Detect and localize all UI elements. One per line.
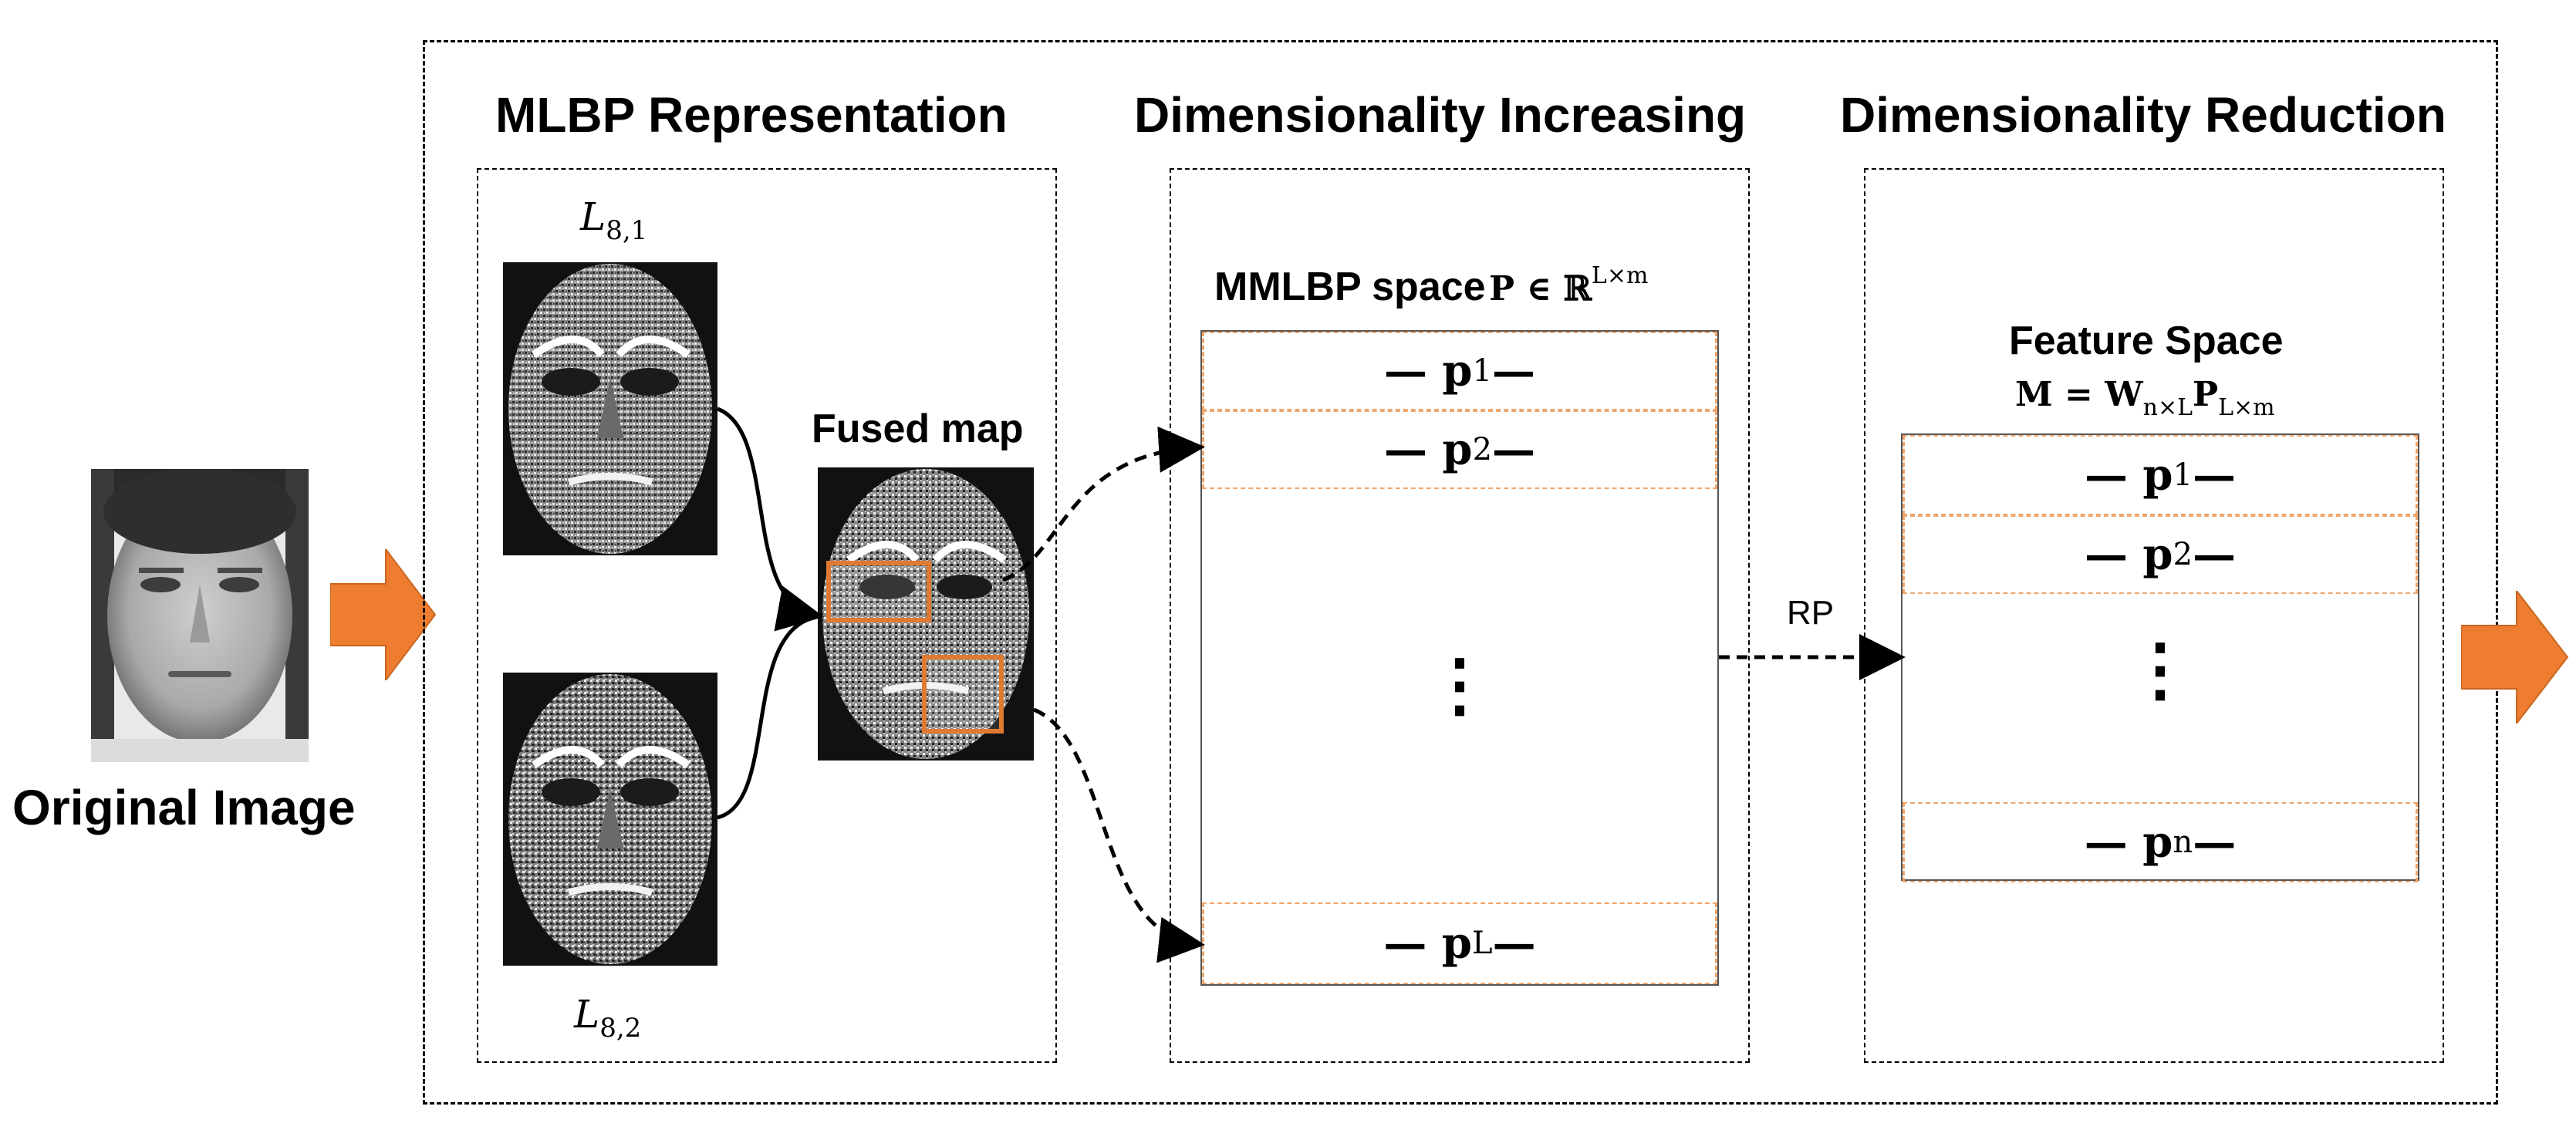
feature-space-formula: M = Wn×LPL×m (2015, 375, 2275, 421)
original-image-label: Original Image (12, 780, 356, 835)
patch-highlight-2 (922, 655, 1004, 734)
lbp-map-bottom-image (503, 673, 717, 966)
right-block-arrow-icon (330, 549, 437, 680)
mlbp-panel (477, 168, 1057, 1063)
fused-map-label: Fused map (812, 406, 1024, 451)
right-block-arrow-icon (2461, 591, 2569, 723)
stage-heading-reduce: Dimensionality Reduction (1840, 87, 2446, 143)
stage-heading-mlbp: MLBP Representation (495, 87, 1008, 143)
feature-space-caption: Feature Space (2009, 319, 2284, 363)
fused-map-image (818, 467, 1034, 761)
reduce-panel (1864, 168, 2444, 1063)
fusion-connector-bottom (717, 615, 817, 820)
operator-label-bottom: L8,2 (574, 992, 642, 1044)
pipeline-frame (423, 40, 2498, 1105)
patch-connector-1 (1002, 426, 1205, 582)
mmlbp-caption: MMLBP space P ∈ ℝL×m (1214, 262, 1649, 309)
operator-label-top: L8,1 (580, 194, 648, 246)
original-face-image (91, 469, 309, 762)
patch-highlight-1 (826, 561, 931, 622)
stage-heading-increase: Dimensionality Increasing (1134, 87, 1747, 143)
lbp-map-top-image (503, 262, 717, 555)
increase-panel (1170, 168, 1750, 1063)
fusion-connector-top (717, 406, 824, 632)
patch-connector-2 (1033, 707, 1205, 963)
projection-label: RP (1787, 594, 1835, 632)
